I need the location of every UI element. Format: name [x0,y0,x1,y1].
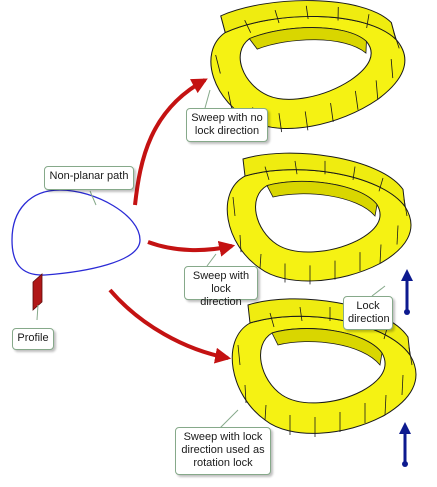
lock-direction-arrow-icon [401,269,413,315]
profile-callout: Profile [12,328,54,350]
sweep-lock-callout: Sweep with lock direction [184,266,258,308]
lock-direction-arrow-icon [399,422,411,467]
profile-shape [32,273,43,311]
sweep-no-lock-callout: Sweep with no lock direction [186,108,268,142]
lock-direction-callout: Lock direction [343,296,393,330]
curved-arrow-icon [133,78,208,206]
sweep-solid-lock [226,152,412,285]
non-planar-path-curve [11,189,141,276]
non-planar-path-callout: Non-planar path [44,166,134,190]
curved-arrow-icon [108,288,232,364]
sweep-rotation-lock-callout: Sweep with lock direction used as rotati… [175,427,271,475]
curved-arrow-icon [147,240,236,257]
